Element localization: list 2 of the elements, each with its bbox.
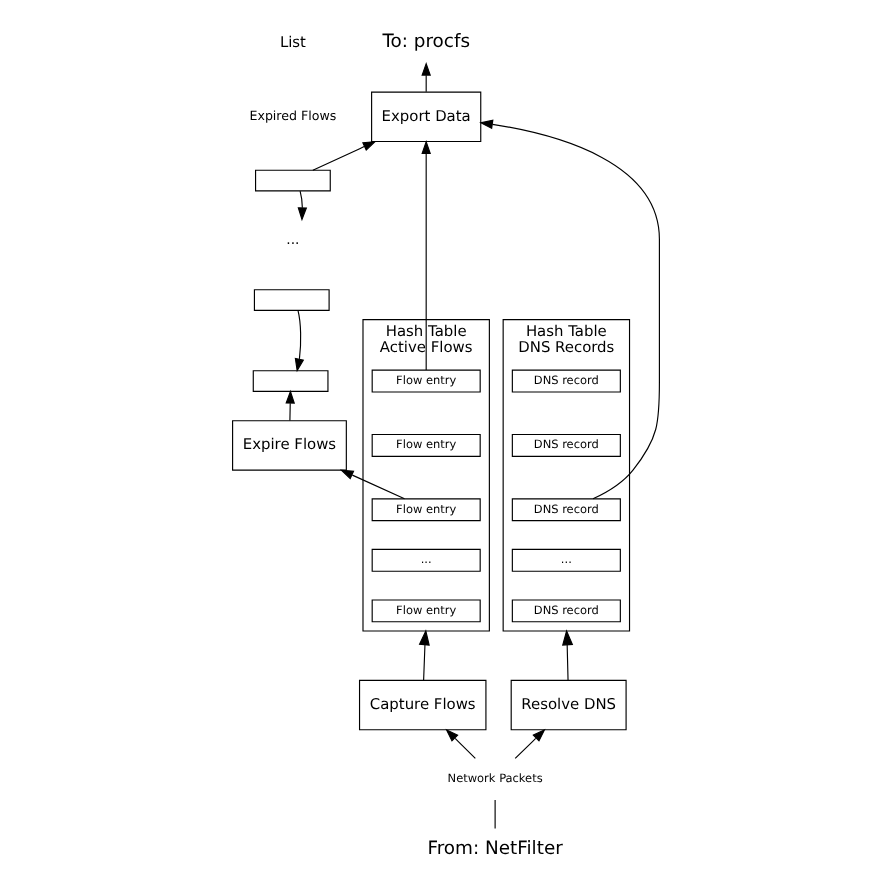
- node-text: From: NetFilter: [427, 837, 563, 860]
- node-text: To: procfs: [382, 31, 470, 54]
